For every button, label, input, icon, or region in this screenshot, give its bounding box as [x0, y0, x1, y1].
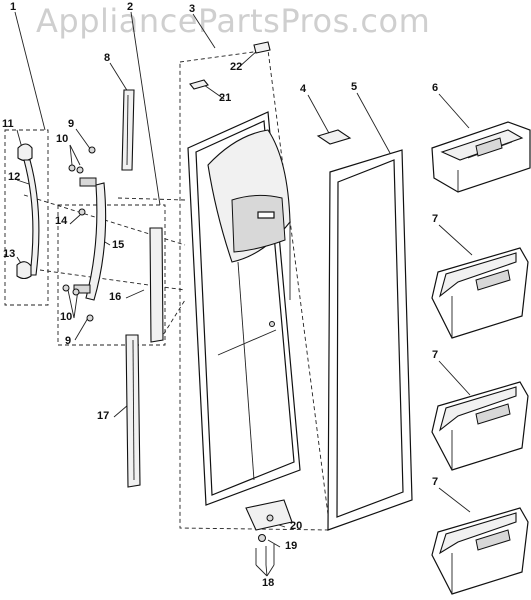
callout-8: 8 — [104, 52, 111, 64]
callout-9-a: 9 — [68, 118, 75, 130]
screw — [76, 166, 84, 174]
callout-13: 13 — [3, 248, 16, 260]
part-19-screw — [258, 534, 266, 542]
callout-7-b: 7 — [432, 349, 439, 361]
part-7-bin-3 — [431, 507, 529, 595]
part-13-clip — [16, 261, 32, 280]
part-12-handle — [23, 159, 40, 276]
part-16-handle — [149, 227, 164, 343]
part-bracket-lower — [73, 284, 91, 294]
part-17-strip — [125, 334, 141, 488]
callout-22: 22 — [230, 61, 243, 73]
group-box-handle-1 — [4, 129, 49, 306]
part-7-bin-1 — [431, 247, 529, 339]
callout-17: 17 — [97, 410, 110, 422]
part-7-bin-2 — [431, 381, 529, 471]
callout-7-a: 7 — [432, 213, 439, 225]
screw — [78, 208, 86, 216]
callout-21: 21 — [219, 92, 232, 104]
part-22-clip — [253, 41, 271, 54]
callout-6: 6 — [432, 82, 439, 94]
part-21-latch — [189, 79, 209, 90]
dispenser-slot — [257, 211, 275, 219]
screw — [86, 314, 94, 322]
screw — [88, 146, 96, 154]
screw — [68, 164, 76, 172]
part-6-bin — [431, 121, 531, 193]
watermark: AppliancePartsPros.com — [36, 2, 431, 40]
callout-16: 16 — [109, 291, 122, 303]
callout-11: 11 — [2, 118, 14, 130]
callout-3: 3 — [189, 3, 196, 15]
callout-19: 19 — [285, 540, 298, 552]
screw — [72, 288, 80, 296]
part-4-cap — [316, 129, 352, 145]
callout-5: 5 — [351, 81, 358, 93]
part-8-trim — [121, 89, 135, 171]
part-11-clip — [17, 143, 33, 162]
screw — [62, 284, 70, 292]
callout-1: 1 — [10, 1, 17, 13]
callout-4: 4 — [300, 83, 307, 95]
callout-18: 18 — [262, 577, 275, 589]
group-box-handle-2 — [57, 204, 166, 346]
callout-9-b: 9 — [65, 335, 72, 347]
callout-12: 12 — [8, 171, 21, 183]
group-box-door — [179, 49, 331, 531]
callout-7-c: 7 — [432, 476, 439, 488]
callout-10-a: 10 — [56, 133, 69, 145]
callout-2: 2 — [127, 1, 134, 13]
part-15-handle — [85, 182, 107, 301]
callout-10-b: 10 — [60, 311, 73, 323]
callout-15: 15 — [112, 239, 125, 251]
callout-14: 14 — [55, 215, 68, 227]
callout-20: 20 — [290, 520, 303, 532]
part-bracket-upper — [79, 177, 97, 187]
